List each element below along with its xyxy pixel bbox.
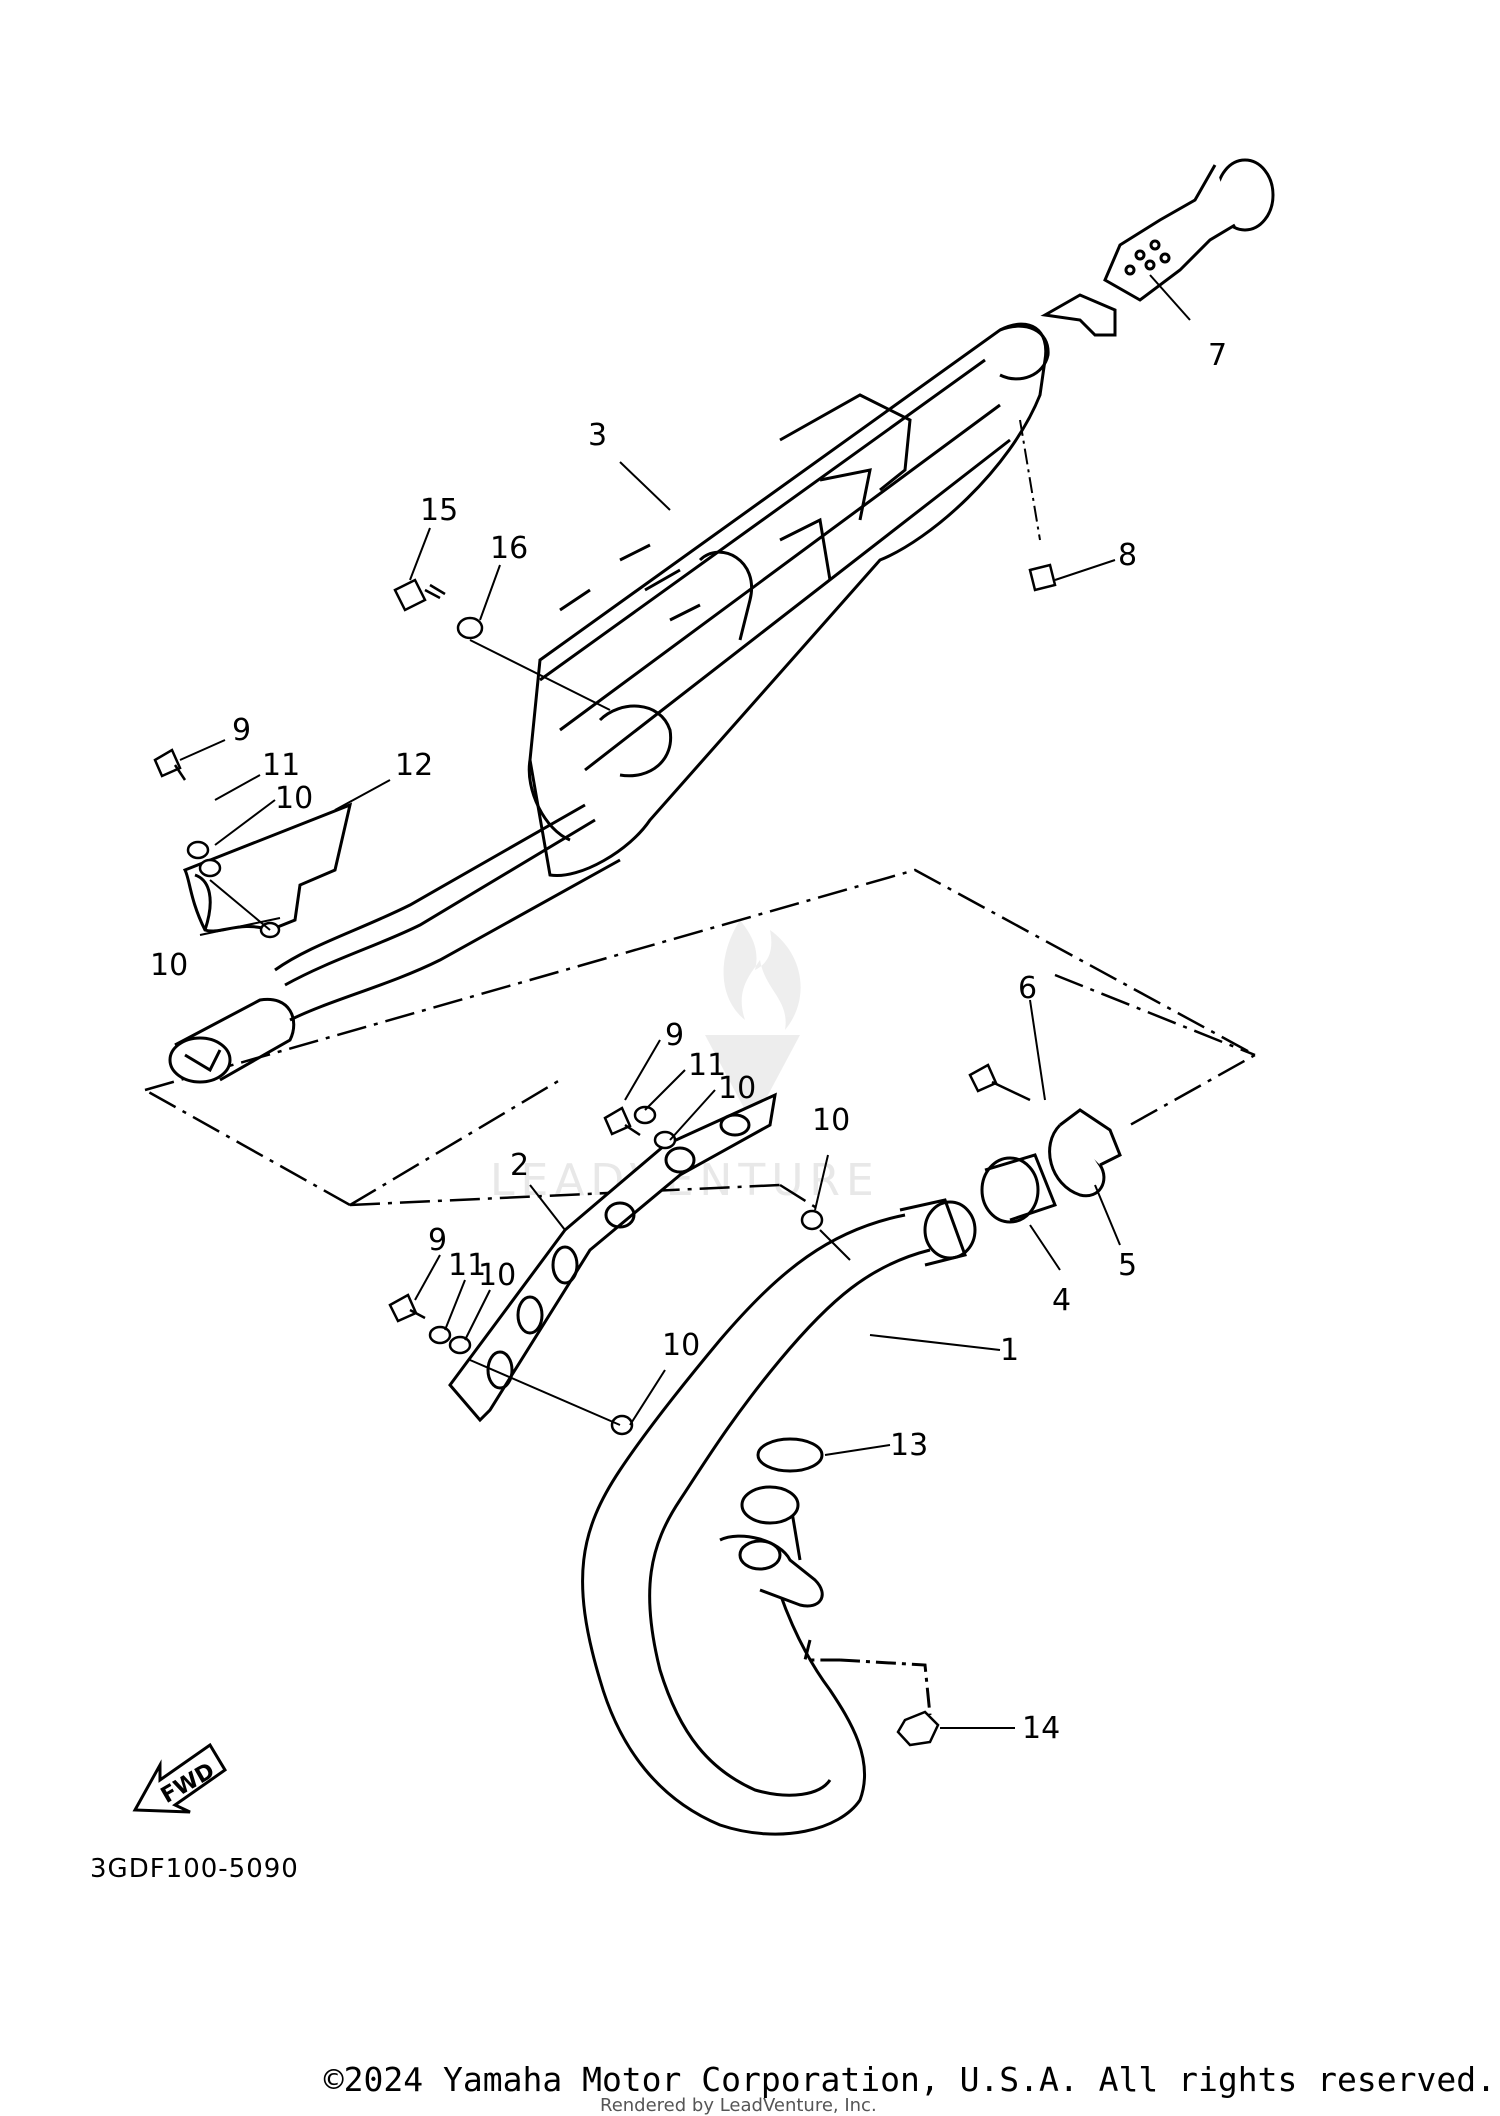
diagram-part-code: 3GDF100-5090 (90, 1854, 299, 1884)
exhaust-joint (980, 1153, 1057, 1224)
callout-4: 4 (1052, 1283, 1071, 1318)
exhaust-clamp (1048, 1108, 1122, 1198)
exhaust-pipe (581, 1198, 977, 1836)
callout-13: 13 (890, 1428, 928, 1463)
callout-11-top: 11 (262, 748, 300, 783)
callout-9-low: 9 (428, 1223, 447, 1258)
callout-9-mid: 9 (665, 1018, 684, 1053)
callout-16: 16 (490, 531, 528, 566)
exhaust-guard (448, 1092, 777, 1423)
callout-10-top: 10 (275, 781, 313, 816)
muffler (527, 322, 1050, 878)
muffler-inlet-pipe (168, 803, 621, 1084)
callout-15: 15 (420, 493, 458, 528)
callout-8: 8 (1118, 538, 1137, 573)
assembly-outline-lower (349, 1078, 821, 1212)
rendered-by-notice: Rendered by LeadVenture, Inc. (600, 2095, 877, 2116)
callout-10-right: 10 (812, 1103, 850, 1138)
callout-10-low: 10 (478, 1258, 516, 1293)
callout-7: 7 (1208, 338, 1227, 373)
muffler-bracket (182, 802, 353, 933)
callout-6: 6 (1018, 971, 1037, 1006)
callout-14: 14 (1022, 1711, 1060, 1746)
callout-10-bottom: 10 (662, 1328, 700, 1363)
callout-12: 12 (395, 748, 433, 783)
callout-10-mid: 10 (718, 1071, 756, 1106)
spark-arrestor (1040, 158, 1275, 337)
assembly-outline (144, 868, 1258, 1207)
callout-10-left: 10 (150, 948, 188, 983)
callout-2: 2 (510, 1148, 529, 1183)
fwd-arrow-icon: FWD (132, 1742, 228, 1814)
leader-lines (179, 274, 1191, 1729)
callout-labels: 3 7 8 15 16 9 11 10 12 10 9 11 10 10 6 5… (150, 338, 1227, 1746)
fasteners (153, 563, 1057, 1747)
callout-5: 5 (1118, 1248, 1137, 1283)
callout-11-mid: 11 (688, 1048, 726, 1083)
callout-3: 3 (588, 418, 607, 453)
callout-9-top: 9 (232, 713, 251, 748)
callout-1: 1 (1000, 1333, 1019, 1368)
gasket (756, 1437, 824, 1473)
callout-11-low: 11 (448, 1248, 486, 1283)
copyright-notice: ©2024 Yamaha Motor Corporation, U.S.A. A… (323, 2060, 1496, 2099)
